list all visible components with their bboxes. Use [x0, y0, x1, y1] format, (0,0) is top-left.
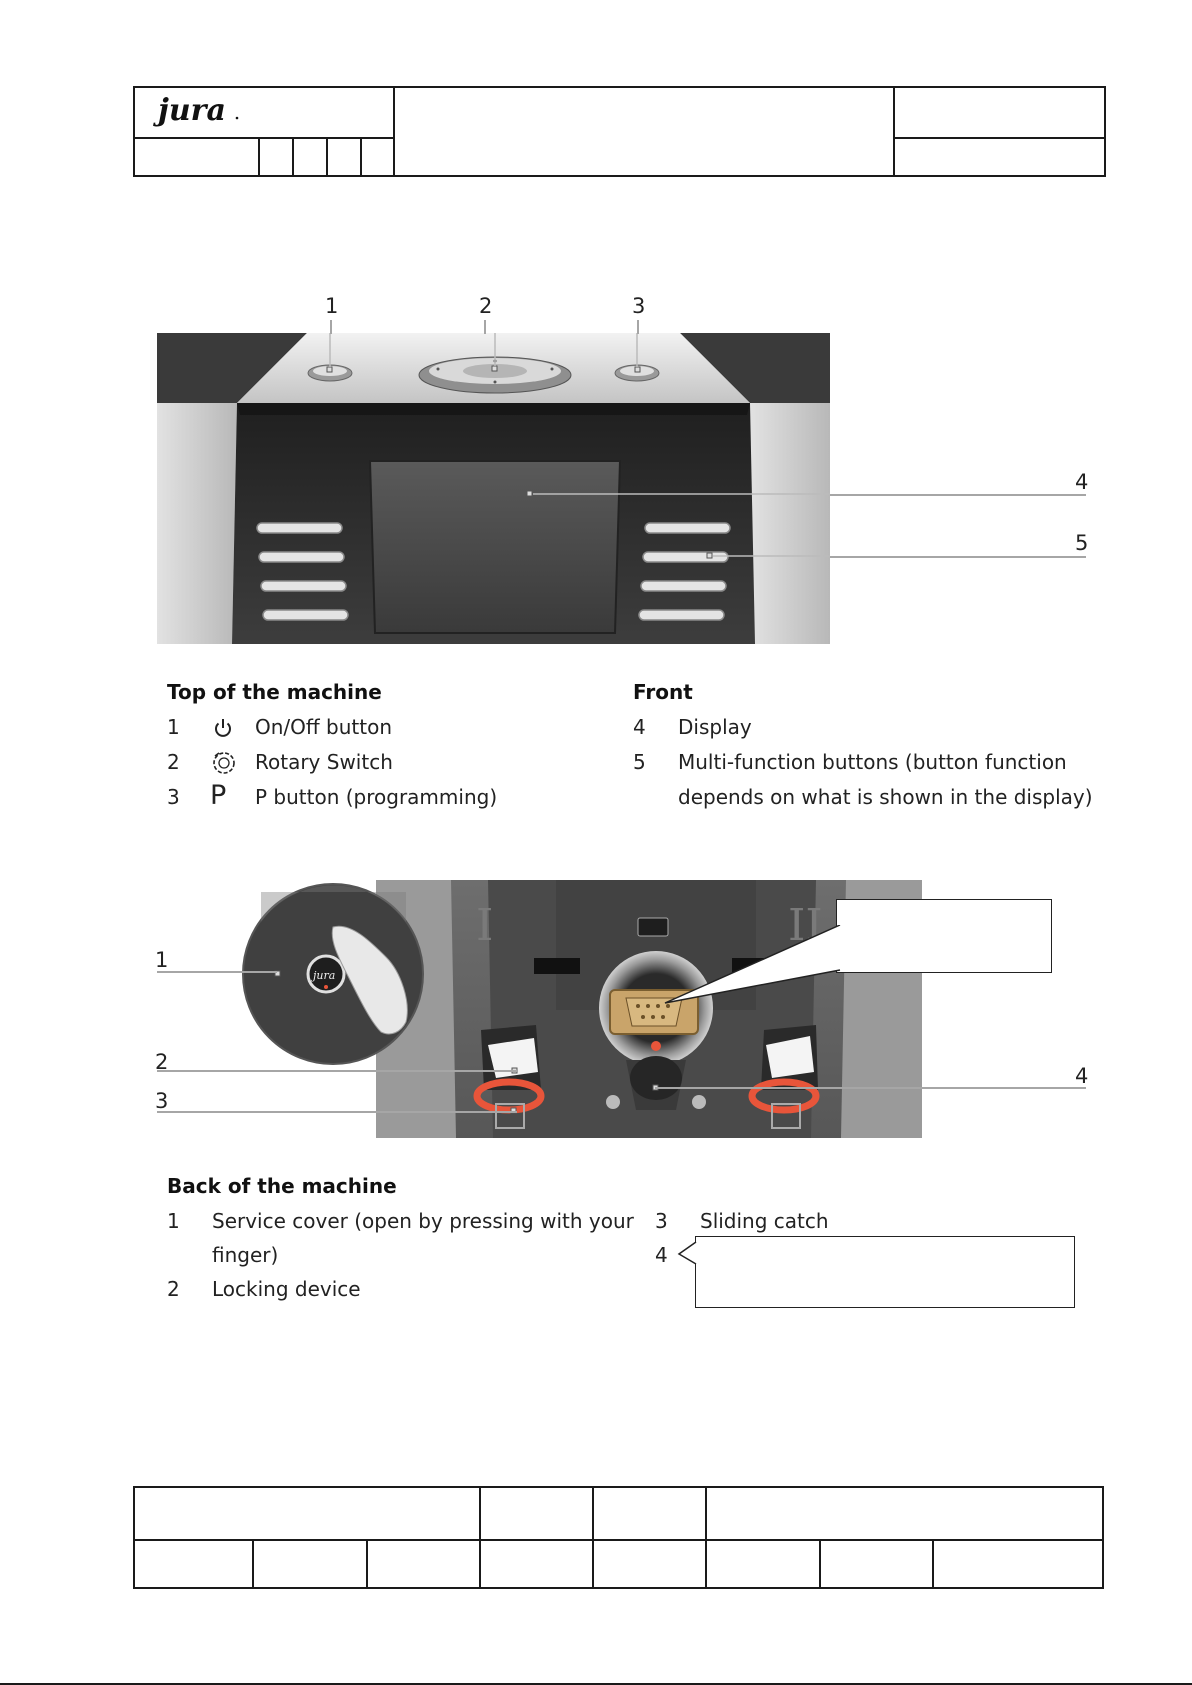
rotary-switch-icon: [211, 750, 237, 776]
leader-top-4: [830, 494, 1086, 496]
callout-top-5: 5: [1075, 531, 1089, 555]
page-bottom-rule: [0, 1683, 1192, 1685]
leader-back-4: [655, 1087, 1086, 1089]
header-table: [133, 86, 1106, 177]
svg-text:jura: jura: [310, 969, 335, 982]
callout-back-4: 4: [1075, 1064, 1089, 1088]
leader-top-2: [484, 320, 486, 334]
header-vline-1: [393, 86, 395, 177]
footer-vline-2: [592, 1486, 594, 1589]
top-item-1-num: 1: [167, 715, 180, 739]
top-item-2-label: Rotary Switch: [255, 750, 393, 774]
back-item-1-num: 1: [167, 1209, 180, 1233]
service-cover-inset: jura: [241, 882, 426, 1067]
top-item-3-label: P button (programming): [255, 785, 498, 809]
jura-logo: jura: [150, 88, 250, 133]
back-section-title: Back of the machine: [167, 1174, 397, 1198]
machine-top-front-illustration: [157, 331, 830, 644]
back-item-1-label: Service cover (open by pressing with you…: [212, 1209, 634, 1233]
machine-back-illustration: I II: [376, 880, 922, 1138]
footer-vline-4: [252, 1539, 254, 1589]
back-item-1-label-cont: finger): [212, 1243, 279, 1267]
back-item-3-label: Sliding catch: [700, 1209, 829, 1233]
leader-top-5: [830, 556, 1086, 558]
p-letter-icon: P: [210, 780, 227, 811]
callout-top-2: 2: [479, 294, 493, 318]
back-item-2-num: 2: [167, 1277, 180, 1301]
leader-top-3: [637, 320, 639, 334]
power-icon: [211, 716, 235, 740]
back-item-4-num: 4: [655, 1243, 668, 1267]
back-item-2-label: Locking device: [212, 1277, 361, 1301]
callout-back-2: 2: [155, 1050, 169, 1074]
front-section-title: Front: [633, 680, 693, 704]
leader-back-3: [157, 1111, 517, 1113]
item-4-callout-box: [695, 1236, 1075, 1308]
front-item-5-num: 5: [633, 750, 646, 774]
footer-vline-6: [819, 1539, 821, 1589]
callout-back-1: 1: [155, 948, 169, 972]
footer-vline-3: [705, 1486, 707, 1589]
header-small-vline-1: [258, 137, 260, 177]
front-item-4-num: 4: [633, 715, 646, 739]
front-item-5-label: Multi-function buttons (button function: [678, 750, 1067, 774]
footer-vline-1: [479, 1486, 481, 1589]
callout-top-1: 1: [325, 294, 339, 318]
leader-back-2: [157, 1070, 517, 1072]
header-small-vline-4: [360, 137, 362, 177]
svg-text:jura: jura: [153, 93, 226, 128]
item-4-callout-pointer: [677, 1240, 699, 1270]
header-vline-2: [893, 86, 895, 177]
footer-vline-5: [366, 1539, 368, 1589]
callout-top-4: 4: [1075, 470, 1089, 494]
top-item-1-label: On/Off button: [255, 715, 393, 739]
svg-text:I: I: [476, 900, 493, 951]
top-item-2-num: 2: [167, 750, 180, 774]
header-hline-right: [893, 137, 1106, 139]
footer-hline: [133, 1539, 1104, 1541]
back-item-3-num: 3: [655, 1209, 668, 1233]
footer-table: [133, 1486, 1104, 1589]
front-item-5-label-cont: depends on what is shown in the display): [678, 785, 1093, 809]
front-item-4-label: Display: [678, 715, 752, 739]
callout-back-3: 3: [155, 1089, 169, 1113]
top-section-title: Top of the machine: [167, 680, 382, 704]
leader-back-1: [157, 971, 277, 973]
leader-top-1: [330, 320, 332, 334]
footer-vline-7: [932, 1539, 934, 1589]
top-item-3-num: 3: [167, 785, 180, 809]
port-callout-pointer: [650, 924, 850, 1005]
header-small-vline-2: [292, 137, 294, 177]
callout-top-3: 3: [632, 294, 646, 318]
header-small-vline-3: [326, 137, 328, 177]
port-callout-box: [836, 899, 1052, 973]
header-hline-left: [133, 137, 395, 139]
